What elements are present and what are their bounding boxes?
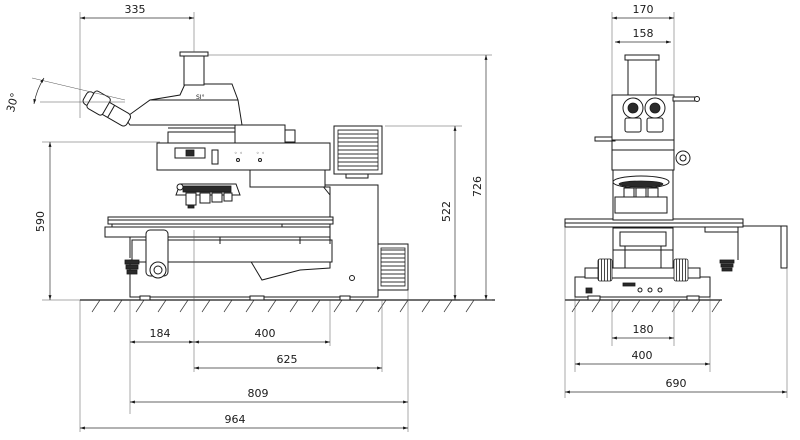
dim-400-front: 400 <box>632 349 653 362</box>
front-upper-body <box>594 136 691 171</box>
dim-335: 335 <box>125 3 146 16</box>
front-view: 170 158 180 400 690 <box>564 3 788 398</box>
front-base <box>574 267 711 301</box>
side-view: ◦ ◦ ◦ ◦ SI° <box>4 3 495 432</box>
side-eyepiece <box>82 90 131 127</box>
side-floor <box>80 299 495 313</box>
front-nosepiece <box>612 169 674 221</box>
side-arm: ◦ ◦ ◦ ◦ <box>156 124 331 171</box>
front-dimensions: 170 158 180 400 690 <box>564 3 788 398</box>
dim-809: 809 <box>248 387 269 400</box>
side-power-box <box>377 243 409 291</box>
front-focus-knobs <box>597 258 735 282</box>
dim-690: 690 <box>666 377 687 390</box>
dim-30deg: 30° <box>4 91 22 113</box>
front-head <box>611 54 700 141</box>
side-stage-knob <box>124 259 140 275</box>
side-focus-knob <box>145 229 169 279</box>
head-label: SI° <box>196 94 205 101</box>
side-monitor <box>333 125 383 179</box>
side-dimensions: 335 30° 590 522 726 <box>4 3 492 432</box>
front-column <box>612 227 674 269</box>
side-stage <box>104 216 334 279</box>
dim-522: 522 <box>440 201 453 222</box>
dim-590: 590 <box>34 211 47 232</box>
dim-726: 726 <box>471 176 484 197</box>
side-head: SI° <box>82 51 243 127</box>
dim-184: 184 <box>150 327 171 340</box>
dim-158: 158 <box>633 27 654 40</box>
dim-180: 180 <box>633 323 654 336</box>
dim-964: 964 <box>225 413 246 426</box>
dim-170: 170 <box>633 3 654 16</box>
front-eyepieces <box>622 97 666 133</box>
dim-625: 625 <box>277 353 298 366</box>
svg-text:◦ ◦: ◦ ◦ <box>234 150 243 157</box>
dim-400-side: 400 <box>255 327 276 340</box>
front-floor <box>565 299 722 313</box>
side-nosepiece <box>175 183 241 209</box>
svg-text:◦ ◦: ◦ ◦ <box>256 150 265 157</box>
